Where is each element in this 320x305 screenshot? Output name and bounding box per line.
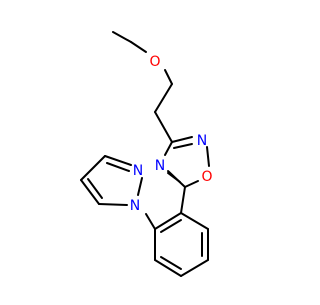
atom-label-o-oxadiazole-1: O bbox=[201, 169, 212, 185]
molecule-drawing: O N O N N N bbox=[80, 31, 213, 277]
bond-ph-1-2 bbox=[180, 212, 209, 230]
bond-phenyl-pyrazole-n bbox=[145, 213, 156, 230]
bond-c3-n2 bbox=[171, 136, 193, 143]
pyrazole-ring bbox=[80, 155, 143, 206]
methoxyethyl-chain bbox=[112, 31, 173, 143]
atom-label-n-pyrazole-1: N bbox=[130, 198, 140, 214]
bond-n2-o1 bbox=[206, 146, 210, 167]
bond-pz-n2-c3-double bbox=[106, 162, 130, 172]
bond-methyl-ch3 bbox=[112, 31, 132, 43]
bond-o1-c5 bbox=[184, 180, 199, 188]
bond-ch2-ring bbox=[154, 111, 173, 143]
bond-c3-n2-double bbox=[173, 143, 193, 149]
atom-label-n-pyrazole-2: N bbox=[133, 163, 143, 179]
bond-c5-n4-double bbox=[167, 172, 181, 183]
bond-ph-4-5 bbox=[154, 259, 182, 277]
atom-label-n-oxadiazole-2: N bbox=[197, 133, 207, 149]
bond-pz-n1-n2 bbox=[137, 177, 143, 196]
benzene-ring bbox=[145, 186, 209, 277]
bond-ph-4-5-inner bbox=[160, 256, 182, 270]
bond-ch3-o bbox=[130, 41, 147, 53]
bond-pz-c4-c5-double bbox=[87, 178, 103, 199]
bond-ph-3-4 bbox=[180, 259, 209, 277]
bond-ph-6-1-inner bbox=[160, 219, 182, 233]
bond-o-ch2 bbox=[164, 69, 173, 85]
atom-label-o-methoxy: O bbox=[149, 54, 160, 70]
bond-pz-c4-c5 bbox=[80, 179, 100, 205]
bond-pz-n2-c3 bbox=[104, 155, 132, 166]
bond-ch2-ch2 bbox=[154, 83, 173, 113]
oxadiazole-ring bbox=[164, 136, 210, 188]
bond-pz-c5-n1 bbox=[98, 203, 128, 206]
atom-label-n-oxadiazole-4: N bbox=[155, 158, 165, 174]
bond-c5-phenyl bbox=[180, 186, 186, 214]
bond-pz-c3-c4 bbox=[80, 155, 106, 181]
bond-n4-c3 bbox=[164, 141, 173, 156]
bond-ph-6-1 bbox=[154, 212, 182, 230]
structure-diagram: O N O N N N bbox=[80, 31, 213, 277]
